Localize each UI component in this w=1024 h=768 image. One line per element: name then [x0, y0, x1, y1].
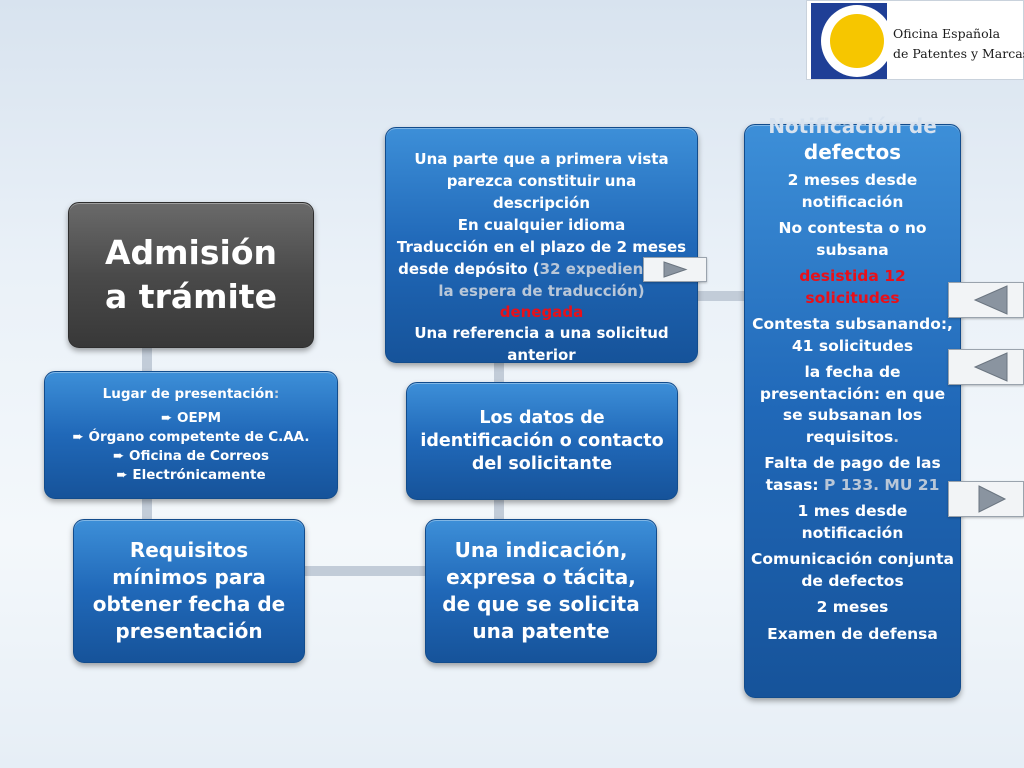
play-left-button[interactable] [948, 282, 1024, 318]
parte-line-1: Una parte que a primera vista parezca co… [414, 150, 669, 212]
connector-datos-parte [494, 360, 504, 386]
connector-lugar-requisitos [142, 497, 152, 522]
logo-line-2: de Patentes y Marcas [893, 46, 1024, 61]
oepm-logo: Oficina Española de Patentes y Marcas [806, 0, 1024, 80]
notificacion-item: Contesta subsanando:, 41 solicitudes [752, 315, 953, 355]
parte-line-2: En cualquier idioma [457, 216, 626, 234]
arrow-right-icon: ➨ [112, 448, 125, 464]
lugar-heading: Lugar de presentación: [102, 386, 280, 402]
notificacion-item: 1 mes desde notificación [797, 502, 908, 542]
requisitos-box: Requisitos mínimos para obtener fecha de… [73, 519, 305, 663]
arrow-right-icon: ➨ [72, 429, 84, 445]
oepm-logo-icon [811, 3, 887, 79]
connector-admision-lugar [142, 345, 152, 375]
notificacion-item: No contesta o no subsana [778, 219, 927, 259]
notificacion-item: 2 meses desde notificación [787, 171, 918, 211]
notificacion-item: la fecha de presentación: en que se subs… [759, 363, 946, 446]
play-right-icon [978, 485, 1007, 513]
lugar-item: ➨ Electrónicamente [116, 467, 266, 483]
play-right-icon [663, 261, 688, 278]
datos-box: Los datos de identificación o contacto d… [406, 382, 678, 500]
play-left-icon [973, 352, 1008, 382]
requisitos-text: Requisitos mínimos para obtener fecha de… [92, 538, 286, 643]
play-right-button[interactable] [948, 481, 1024, 517]
lugar-box: Lugar de presentación: ➨ OEPM ➨ Órgano c… [44, 371, 338, 499]
indicacion-box: Una indicación, expresa o tácita, de que… [425, 519, 657, 663]
notificacion-item: Examen de defensa [767, 624, 938, 643]
datos-text: Los datos de identificación o contacto d… [420, 407, 664, 474]
notificacion-item: desistida 12 solicitudes [799, 267, 906, 307]
connector-indicacion-datos [494, 497, 504, 522]
lugar-item: ➨ Órgano competente de C.AA. [72, 429, 310, 445]
notificacion-item: Comunicación conjunta de defectos [751, 550, 954, 590]
arrow-right-icon: ➨ [116, 467, 128, 483]
indicacion-text: Una indicación, expresa o tácita, de que… [442, 538, 640, 643]
play-right-button[interactable] [643, 257, 707, 282]
admision-box: Admisión a trámite [68, 202, 314, 348]
admision-title: Admisión a trámite [105, 233, 277, 316]
lugar-item: ➨ Oficina de Correos [112, 448, 270, 464]
parte-line-4: denegada [499, 303, 584, 321]
play-left-icon [973, 285, 1008, 315]
lugar-item: ➨ OEPM [160, 410, 222, 426]
notificacion-item: Falta de pago de las tasas: P 133. MU 21 [764, 454, 941, 494]
notificacion-item: 2 meses [816, 598, 889, 616]
notificacion-title: Notificación de defectos [768, 114, 937, 164]
notificacion-box: Notificación de defectos 2 meses desde n… [744, 114, 961, 698]
connector-requisitos-indicacion [303, 566, 429, 576]
play-left-button[interactable] [948, 349, 1024, 385]
connector-parte-notificacion [695, 291, 748, 301]
parte-box: Una parte que a primera vista parezca co… [385, 127, 698, 364]
logo-line-1: Oficina Española [893, 26, 1001, 41]
parte-line-5: Una referencia a una solicitud anterior [414, 324, 669, 364]
arrow-right-icon: ➨ [160, 410, 173, 426]
